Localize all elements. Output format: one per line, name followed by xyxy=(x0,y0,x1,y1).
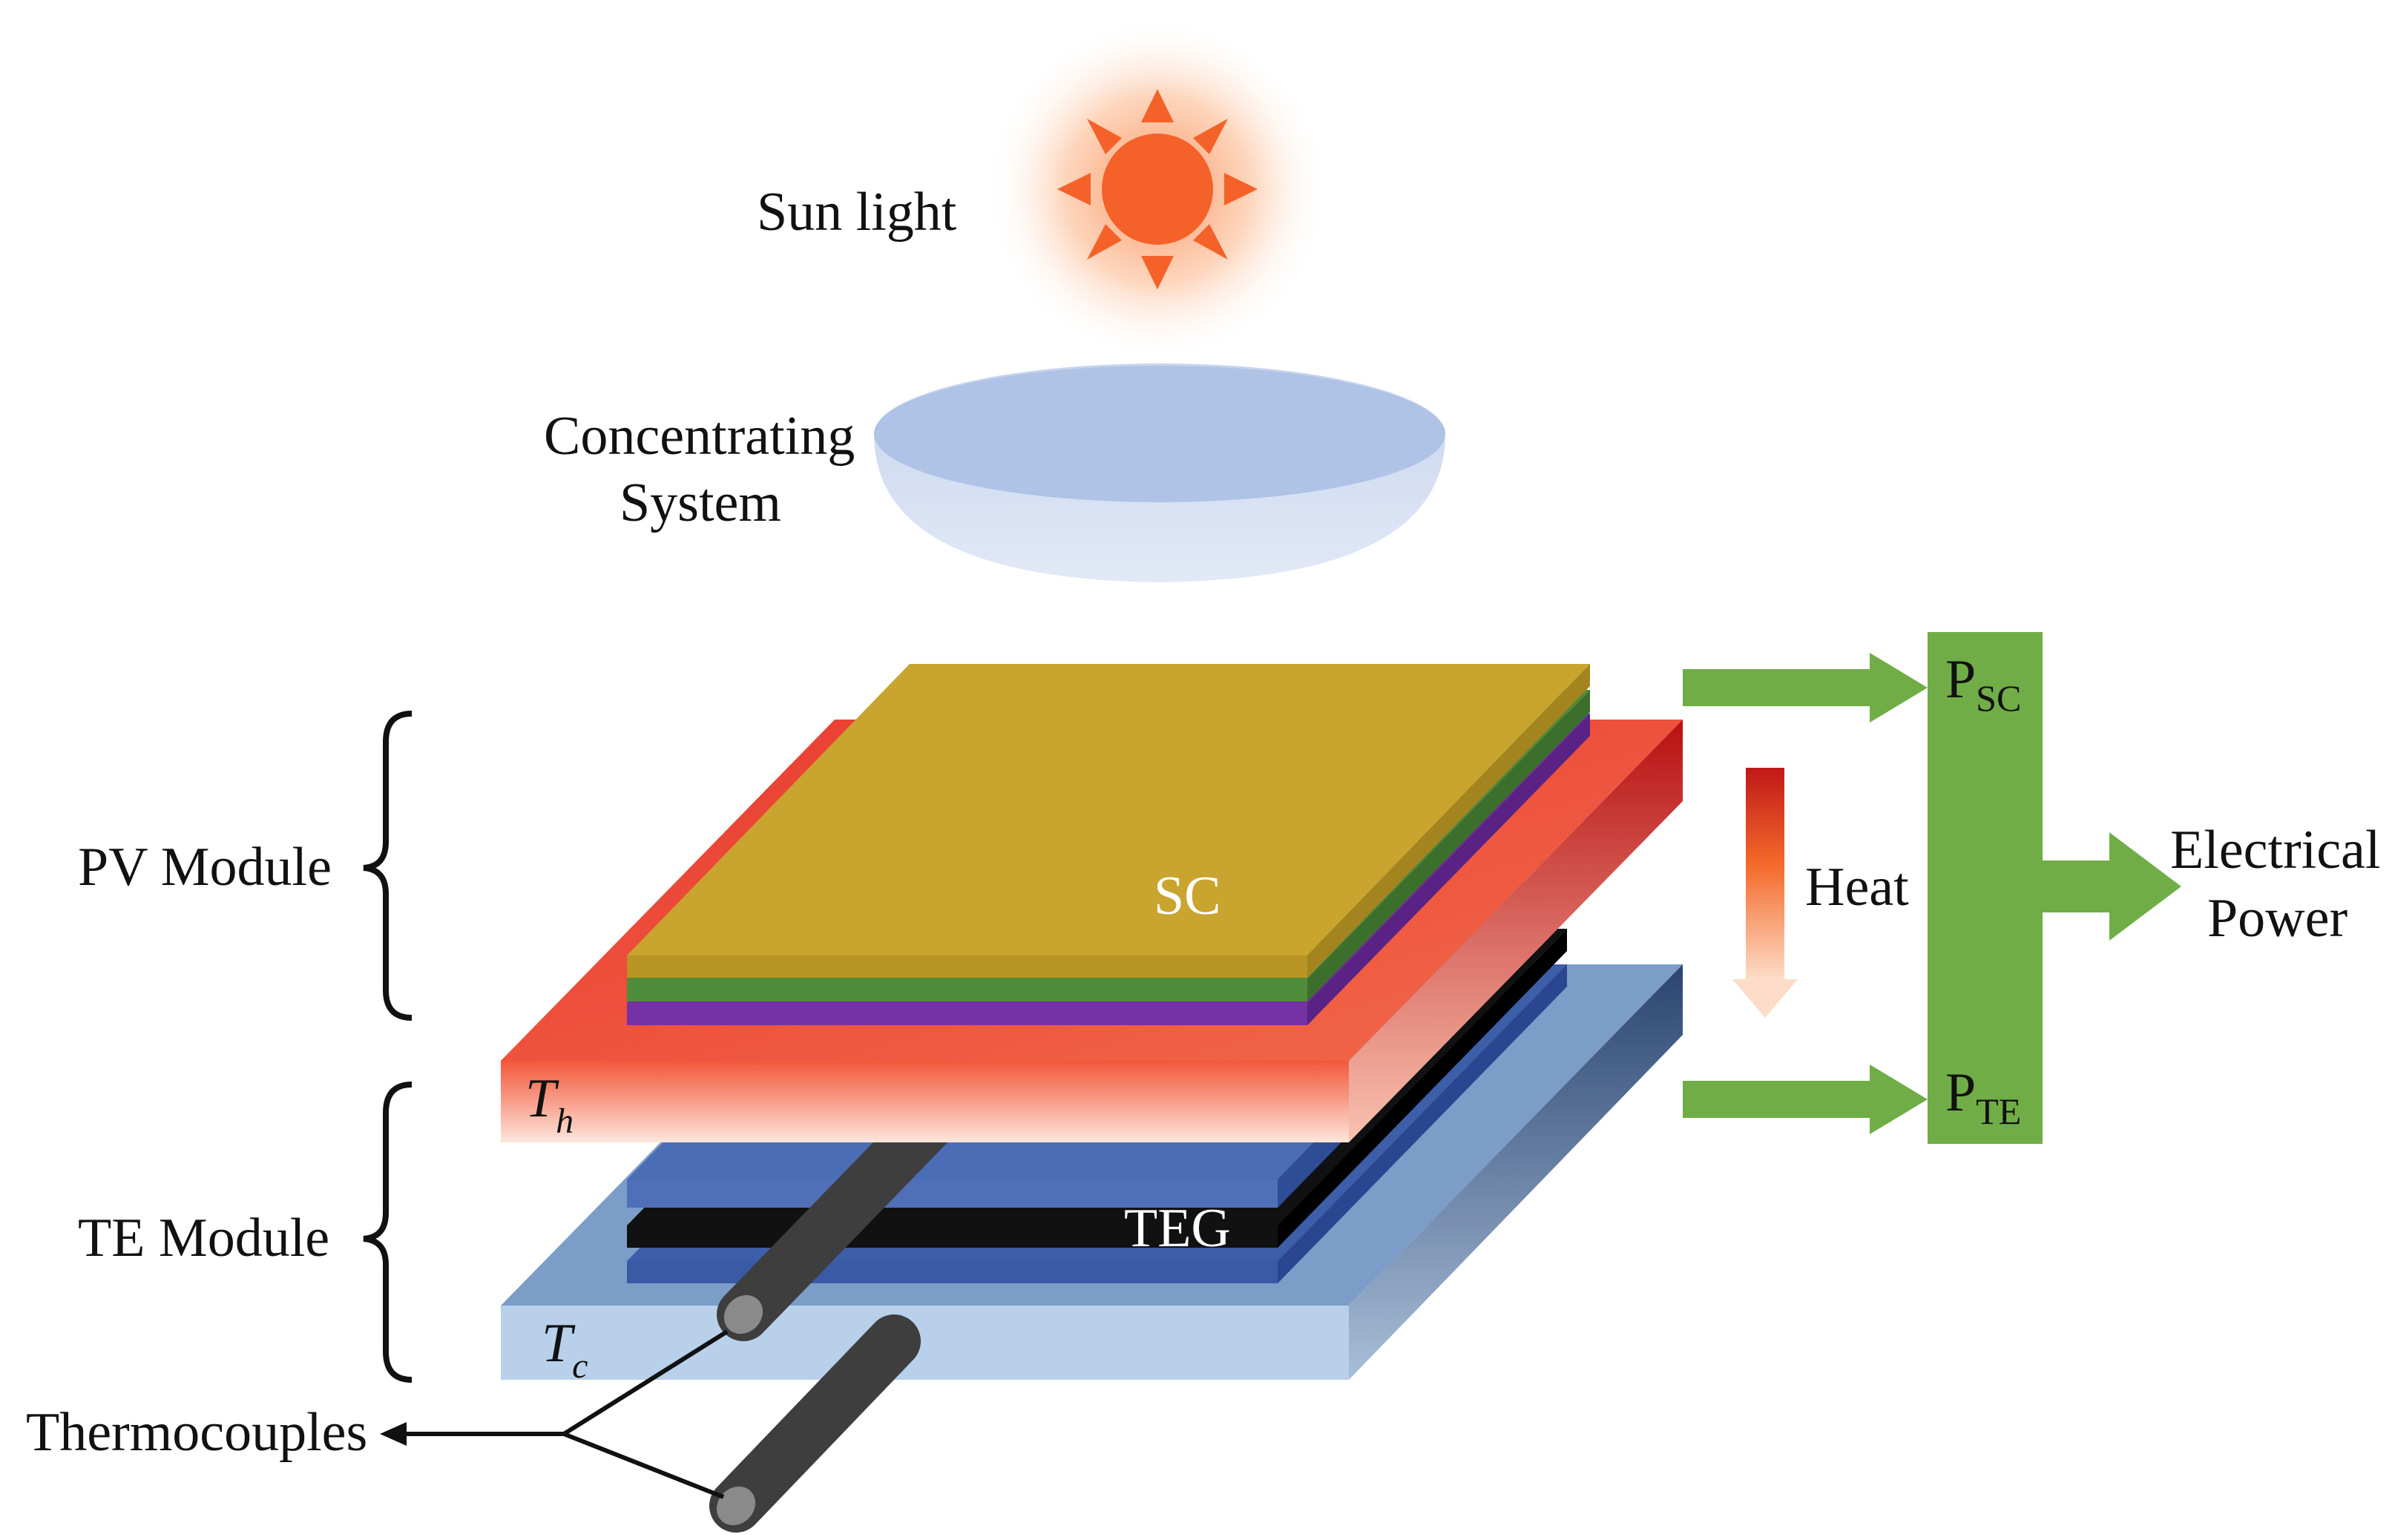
th-label: Th xyxy=(525,1068,574,1141)
electrical-power-label-line2: Power xyxy=(2207,888,2348,949)
te-module-brace xyxy=(363,1082,413,1383)
teg-label: TEG xyxy=(1124,1198,1231,1259)
sun-icon xyxy=(987,19,1328,360)
psc-arrow xyxy=(1683,653,1928,723)
heat-label: Heat xyxy=(1805,857,1909,918)
pte-arrow xyxy=(1683,1064,1928,1134)
thermocouple-lower xyxy=(709,1314,921,1533)
pte-label: PTE xyxy=(1945,1062,2021,1132)
psc-label: PSC xyxy=(1945,649,2021,719)
thermocouple-upper xyxy=(717,1092,960,1341)
pv-module-brace xyxy=(363,711,413,1021)
concentrating-label-line2: System xyxy=(620,473,781,533)
power-collector-bar xyxy=(1928,632,2043,1144)
electrical-power-arrow xyxy=(2043,832,2181,941)
electrical-power-label-line1: Electrical xyxy=(2170,820,2380,881)
pv-module-label: PV Module xyxy=(78,837,332,898)
solar-cell-stack xyxy=(627,664,1590,1025)
sun-light-label: Sun light xyxy=(757,182,957,243)
thermocouples-label: Thermocouples xyxy=(26,1402,367,1463)
concentrating-label-line1: Concentrating xyxy=(544,406,855,467)
concentrating-lens xyxy=(874,363,1445,582)
thermocouples-arrowhead xyxy=(380,1422,407,1446)
thermocouples-pointer xyxy=(401,1329,729,1499)
sc-label: SC xyxy=(1154,866,1221,927)
te-module-label: TE Module xyxy=(78,1208,329,1268)
heat-arrow xyxy=(1732,768,1798,1018)
tc-label: Tc xyxy=(542,1313,588,1386)
